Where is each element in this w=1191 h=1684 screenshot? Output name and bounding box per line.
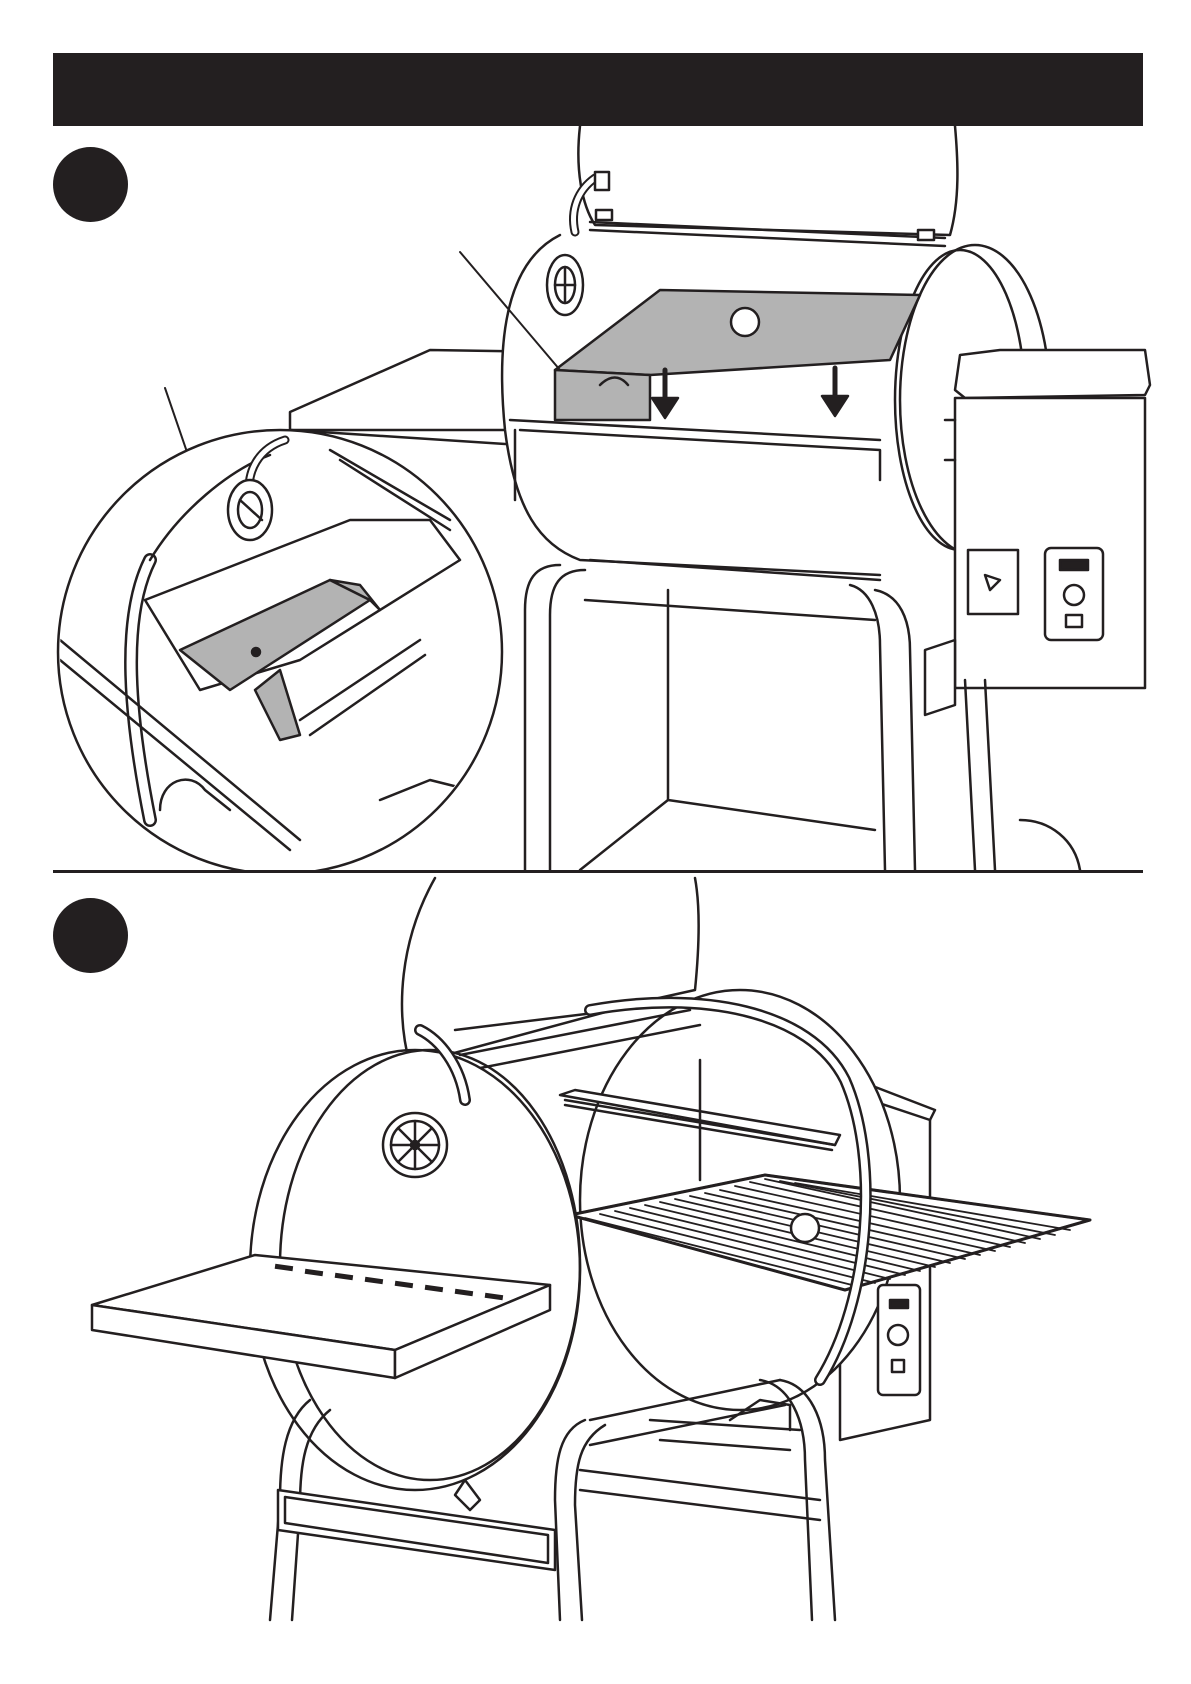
temperature-dial-icon-step2 xyxy=(888,1325,908,1345)
damper-wheel-icon-step2 xyxy=(383,1113,447,1177)
power-switch-icon-step2 xyxy=(892,1360,904,1372)
controller-panel-step2 xyxy=(878,1285,920,1395)
